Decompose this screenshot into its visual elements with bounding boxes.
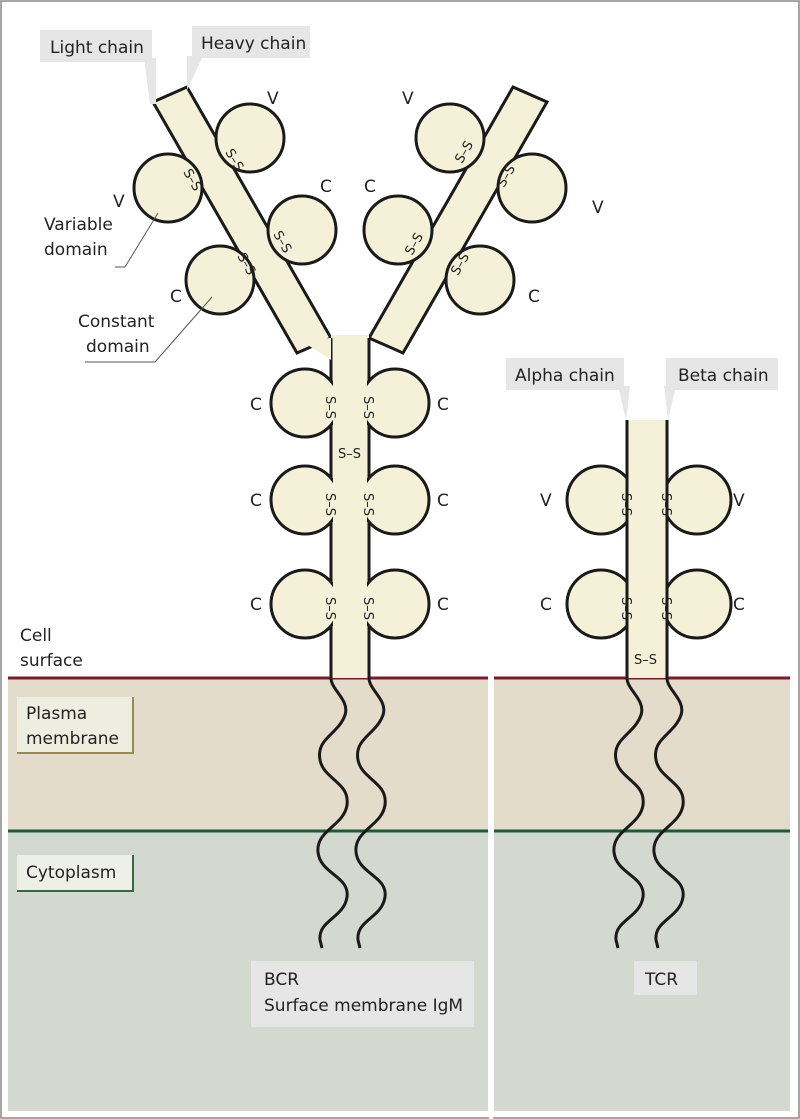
tcr-tails	[612, 677, 685, 949]
letter-v-4: V	[592, 198, 604, 218]
beta-chain-callout	[666, 358, 778, 390]
bcr-caption-box	[251, 961, 474, 1027]
leader-lines	[85, 212, 213, 363]
light-c-domain-right	[444, 244, 516, 316]
ss-bond-12: S–S	[360, 493, 375, 516]
light-chain-label: Light chain	[50, 38, 144, 58]
letter-c-1: C	[320, 177, 332, 197]
constant-leader	[85, 296, 213, 363]
bcr-tail-left	[316, 677, 349, 949]
bcr-tails	[316, 677, 387, 949]
tcr-label: TCR	[644, 970, 678, 990]
heavy-c-domain-left	[266, 194, 338, 266]
letter-v-5: V	[540, 491, 552, 511]
ss-bond-17: S–S	[618, 597, 633, 620]
letter-c-2: C	[170, 287, 182, 307]
letter-c-10: C	[437, 595, 449, 615]
bcr-sublabel: Surface membrane IgM	[264, 996, 463, 1016]
light-v-domain-right	[496, 152, 568, 224]
letter-c-9: C	[250, 595, 262, 615]
heavy-chain-label: Heavy chain	[201, 34, 306, 54]
heavy-v-domain-right	[414, 102, 486, 174]
ss-bond-tcr-stem: S–S	[634, 653, 657, 668]
letter-c-3: C	[364, 177, 376, 197]
letter-v-6: V	[733, 491, 745, 511]
ss-bond-15: S–S	[618, 493, 633, 516]
letter-c-11: C	[540, 595, 552, 615]
ss-bond-11: S–S	[322, 493, 337, 516]
tcr-molecule	[565, 464, 733, 640]
stem-join-l	[300, 338, 331, 360]
tcr-tail-right	[652, 677, 685, 949]
alpha-chain-pointer	[618, 386, 630, 420]
plasma-membrane-box-border	[17, 697, 134, 754]
letter-c-6: C	[437, 395, 449, 415]
tcr-stem-fill	[628, 420, 668, 678]
letter-c-7: C	[250, 491, 262, 511]
cell-surface-label-2: surface	[20, 651, 83, 671]
plasma-membrane-label-2: membrane	[26, 729, 119, 749]
constant-domain-label-2: domain	[86, 337, 150, 357]
letter-v-2: V	[113, 192, 125, 212]
letter-c-12: C	[733, 595, 745, 615]
light-v-domain-left	[132, 152, 204, 224]
letter-v-1: V	[267, 89, 279, 109]
tcr-caption-box	[634, 961, 697, 995]
heavy-v-domain-left	[214, 102, 286, 174]
heavy-c-domain-right	[362, 194, 434, 266]
cytoplasm-box	[17, 855, 133, 891]
constant-domain-label-1: Constant	[78, 312, 155, 332]
variable-domain-label-1: Variable	[44, 215, 113, 235]
stem-fill	[333, 340, 367, 678]
heavy-chain-callout	[192, 26, 310, 58]
ss-bond-stem: S–S	[338, 447, 361, 462]
ss-bond-13: S–S	[322, 597, 337, 620]
alpha-chain-label: Alpha chain	[515, 366, 615, 386]
cytoplasm-label: Cytoplasm	[26, 863, 116, 883]
callouts: Light chain Heavy chain Alpha chain Beta…	[40, 26, 778, 420]
cell-surface-label-1: Cell	[20, 626, 52, 646]
ss-bond-16: S–S	[658, 493, 673, 516]
letter-v-3: V	[402, 89, 414, 109]
plasma-membrane-box	[17, 697, 133, 753]
ss-bond-10: S–S	[360, 396, 375, 419]
domain-letters: V V C C V V C C C C C C C C V V C C	[113, 89, 745, 615]
cytoplasm-box-border	[17, 855, 134, 892]
light-c-domain-left	[184, 244, 256, 316]
letter-c-5: C	[250, 395, 262, 415]
beta-chain-label: Beta chain	[678, 366, 769, 386]
bcr-label: BCR	[264, 970, 299, 990]
variable-domain-label-2: domain	[44, 240, 108, 260]
heavy-chain-pointer	[187, 56, 203, 90]
bcr-tail-right	[354, 677, 387, 949]
variable-leader	[115, 212, 159, 268]
plasma-membrane-label-1: Plasma	[26, 704, 87, 724]
ss-bond-9: S–S	[322, 396, 337, 419]
ss-bond-18: S–S	[658, 597, 673, 620]
letter-c-4: C	[528, 287, 540, 307]
letter-c-8: C	[437, 491, 449, 511]
light-chain-pointer	[144, 58, 156, 104]
beta-chain-pointer	[664, 386, 676, 420]
alpha-chain-callout	[506, 358, 624, 390]
tcr-tail-left	[612, 677, 645, 949]
ss-bond-14: S–S	[360, 597, 375, 620]
light-chain-callout	[40, 30, 152, 62]
